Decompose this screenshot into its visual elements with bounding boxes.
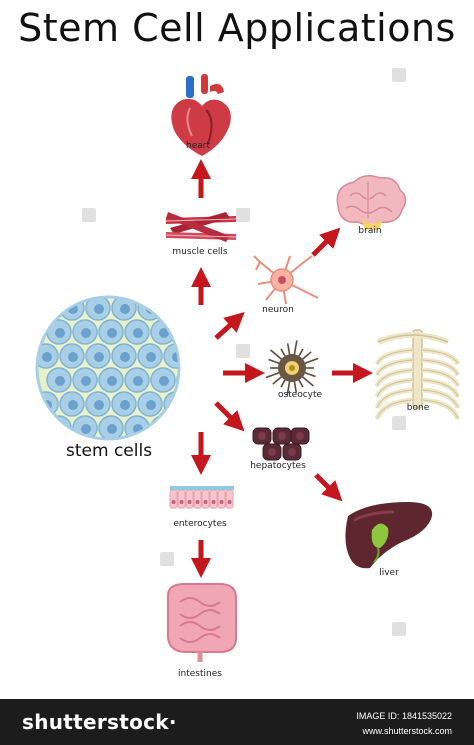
label-stem-cells: stem cells xyxy=(66,441,153,461)
bone-icon xyxy=(374,329,461,421)
arrow-hepatocytes-to-liver xyxy=(314,473,343,502)
arrow-neuron-to-brain xyxy=(311,227,341,257)
label-bone: bone xyxy=(406,403,430,413)
image-id: 1841535022 xyxy=(401,711,452,721)
stem-cells-icon xyxy=(35,295,181,441)
label-brain: brain xyxy=(358,226,382,236)
arrow-stem-to-neuron xyxy=(214,311,245,340)
footer-bar: shutterstock· IMAGE ID: 1841535022 www.s… xyxy=(0,699,474,745)
enterocytes-icon xyxy=(169,486,234,509)
brain-icon xyxy=(336,175,407,230)
heart-icon xyxy=(171,74,231,156)
image-meta: IMAGE ID: 1841535022 www.shutterstock.co… xyxy=(356,709,452,739)
muscle-cells-icon xyxy=(165,212,237,242)
hepatocytes-icon xyxy=(252,427,310,461)
arrow-stem-to-hepatocytes xyxy=(214,401,245,432)
page-title: Stem Cell Applications xyxy=(18,6,456,50)
label-liver: liver xyxy=(379,568,399,578)
osteocyte-icon xyxy=(265,340,319,396)
liver-icon xyxy=(345,502,433,569)
label-muscle-cells: muscle cells xyxy=(172,247,228,257)
brand-logo: shutterstock· xyxy=(22,710,177,734)
label-osteocyte: osteocyte xyxy=(277,390,323,400)
label-hepatocytes: hepatocytes xyxy=(250,461,306,471)
intestines-icon xyxy=(167,583,237,662)
label-neuron: neuron xyxy=(262,305,294,315)
label-heart: heart xyxy=(186,141,210,151)
site-url: www.shutterstock.com xyxy=(362,726,452,736)
label-enterocytes: enterocytes xyxy=(173,519,227,529)
image-id-label: IMAGE ID: xyxy=(356,711,400,721)
diagram-canvas xyxy=(35,68,461,662)
label-intestines: intestines xyxy=(178,669,222,679)
watermark xyxy=(82,68,406,636)
